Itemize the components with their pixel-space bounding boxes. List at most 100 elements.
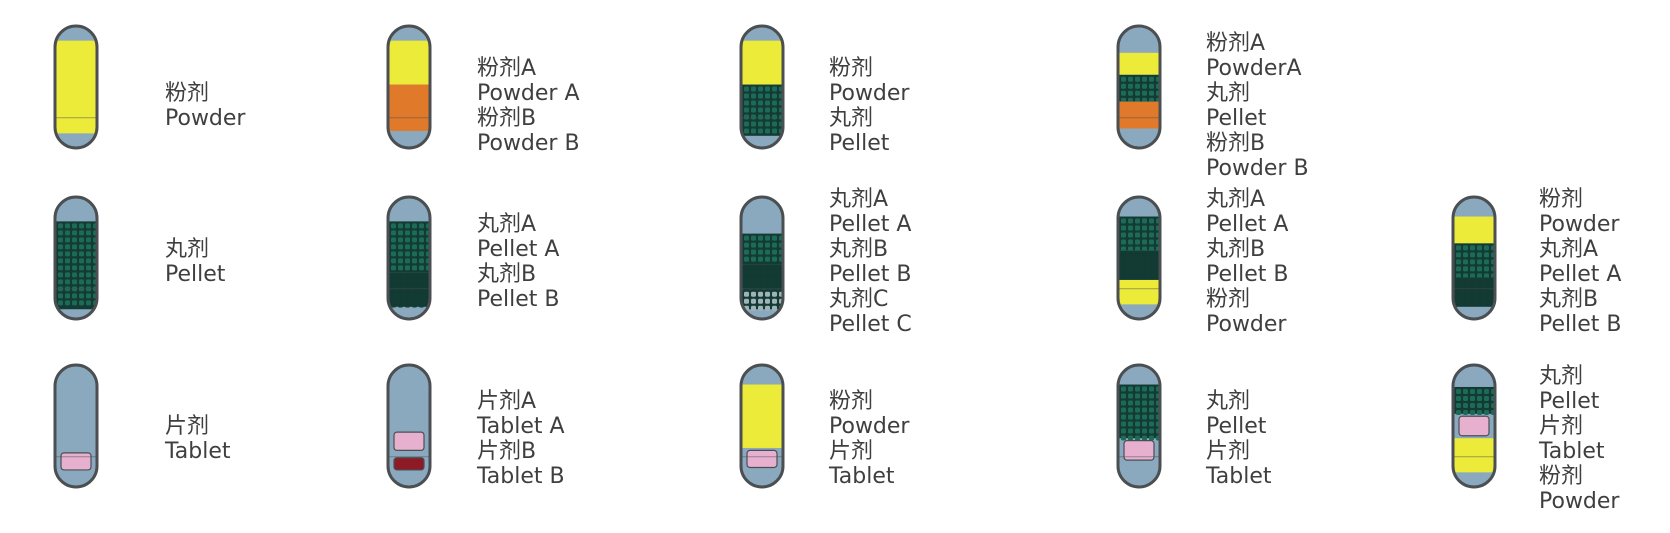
pellet-bead [1149,239,1154,245]
label-line: Tablet A [477,414,565,439]
pellet-bead [398,237,403,243]
pellet-bead [1149,273,1154,279]
pellet-bead [58,272,63,278]
powder-layer [1118,52,1160,75]
pellet-bead [744,86,749,92]
pellet-bead [65,230,70,236]
pellet-bead [1128,407,1133,413]
pellet-bead [1121,400,1126,406]
capsule-icon [53,24,99,150]
capsule-icon [53,195,99,321]
capsule-icon [1451,195,1497,321]
pellet-bead [1456,273,1461,279]
capsule-outline [739,24,785,150]
pellet-bead [1135,259,1140,265]
label-line: Powder [829,81,910,106]
pellet-bead [772,249,777,255]
pellet-bead [398,274,403,280]
pellet-bead [1121,428,1126,434]
pellet-bead [1463,266,1468,272]
pellet-bead [72,279,77,285]
pellet-bead [1135,400,1140,406]
pellet-bead [58,300,63,306]
pellet-bead [1484,259,1489,265]
pellet-bead [86,230,91,236]
pellet-bead [1128,259,1133,265]
pellet-bead [1149,259,1154,265]
pellet-bead [1477,300,1482,306]
pellet-bead [1149,414,1154,420]
pellet-bead [65,293,70,299]
pellet-bead [765,86,770,92]
pellet-bead [1128,76,1133,82]
label-line: Pellet B [829,262,912,287]
pellet-bead [398,223,403,229]
label-line: 片剂 [829,439,874,464]
pellet-bead [412,237,417,243]
pellet-bead [412,302,417,308]
pellet-bead [1149,428,1154,434]
pellet-bead [1149,266,1154,272]
pellet-bead [1477,252,1482,258]
powder-layer [55,40,97,134]
powder-layer [1453,438,1495,473]
pellet-bead [1149,76,1154,82]
pellet-bead [391,302,396,308]
tablet-layer [746,449,778,469]
label-line: 丸剂A [1539,237,1599,262]
label-line: Pellet A [477,237,560,262]
pellet-bead [72,237,77,243]
powder-layer [388,40,430,85]
label-line: 粉剂 [829,389,874,414]
pellet-bead [1128,421,1133,427]
pellet-bead [1121,90,1126,96]
pellet-bead [1142,246,1147,252]
label-line: Powder [1539,212,1620,237]
pellet-bead [765,100,770,106]
pellet-bead [1135,428,1140,434]
capsule-outline [1116,195,1162,321]
pellet-bead [758,305,763,311]
pellet-bead [419,223,424,229]
powder-layer [388,84,430,131]
pellet-bead [751,93,756,99]
pellet-bead [1128,97,1133,103]
pellet-bead [419,237,424,243]
pellet-bead [1142,407,1147,413]
pellet-bead [86,251,91,257]
pellet-bead [1149,400,1154,406]
pellet-bead [1456,388,1461,394]
label-line: 丸剂A [477,212,537,237]
pellet-bead [1142,435,1147,441]
pellet-bead [1135,407,1140,413]
label-line: PowderA [1206,56,1302,81]
pellet-bead [758,298,763,304]
pellet-bead [765,305,770,311]
pellet-bead [772,266,777,272]
pellet-bead [1484,293,1489,299]
pellet-bead [765,298,770,304]
pellet-bead [398,288,403,294]
pellet-bead [1121,97,1126,103]
pellet-bead [744,93,749,99]
pellet-bead [1128,266,1133,272]
pellet-bead [391,244,396,250]
pellet-bead [1121,246,1126,252]
pellet-bead [1121,386,1126,392]
pellet-bead [1142,414,1147,420]
pellet-bead [744,291,749,297]
pellet-bead [405,237,410,243]
pellet-bead [1142,400,1147,406]
pellet-bead [1456,293,1461,299]
pellet-bead [1149,90,1154,96]
pellet-bead [1456,259,1461,265]
capsule-icon [1116,363,1162,489]
pellet-bead [1128,90,1133,96]
pellet-bead [1477,279,1482,285]
pellet-bead [765,235,770,241]
capsule-outline [1116,363,1162,489]
label-line: 丸剂C [829,287,889,312]
label-line: 丸剂B [1539,287,1599,312]
